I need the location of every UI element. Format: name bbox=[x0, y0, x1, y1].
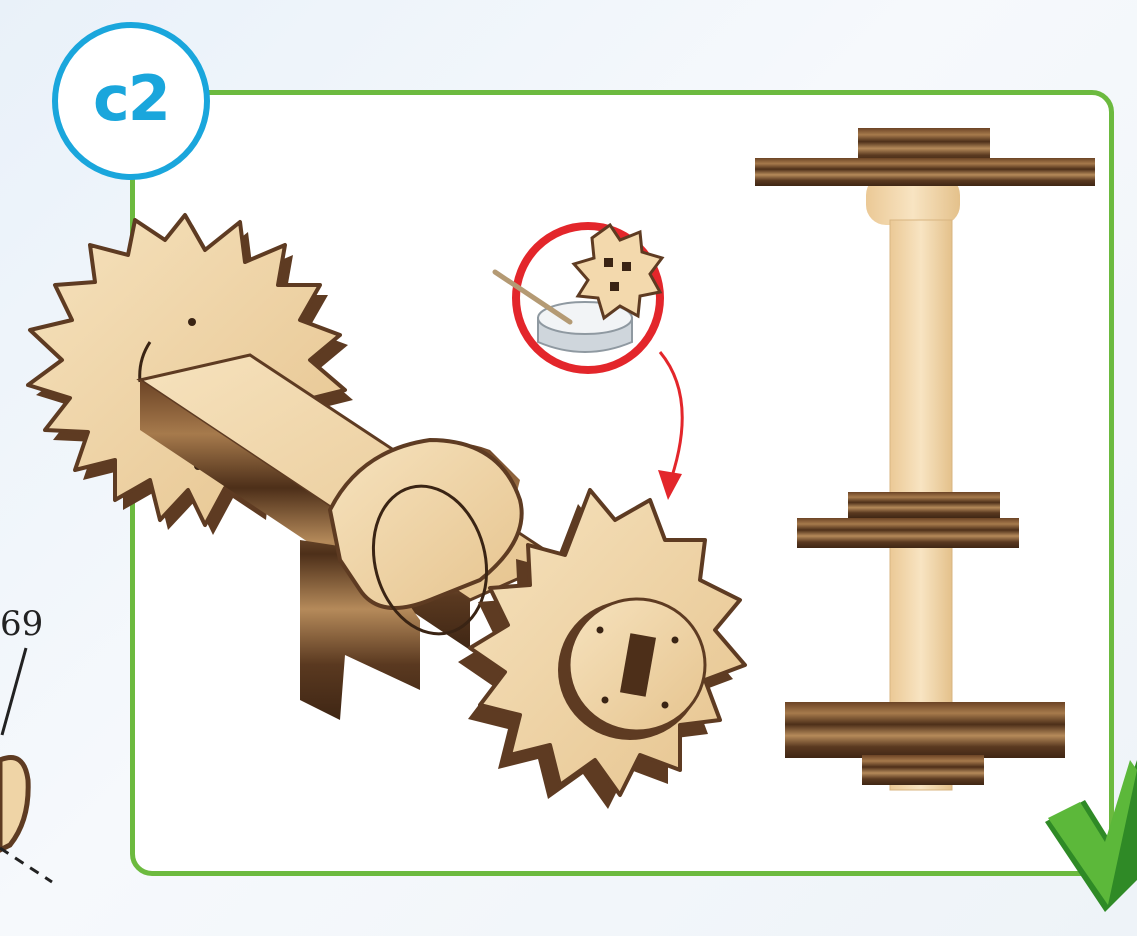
side-view-assembly bbox=[755, 128, 1095, 790]
glue-callout bbox=[495, 225, 682, 500]
checkmark-icon bbox=[1045, 760, 1137, 912]
arrow-icon bbox=[658, 352, 682, 500]
